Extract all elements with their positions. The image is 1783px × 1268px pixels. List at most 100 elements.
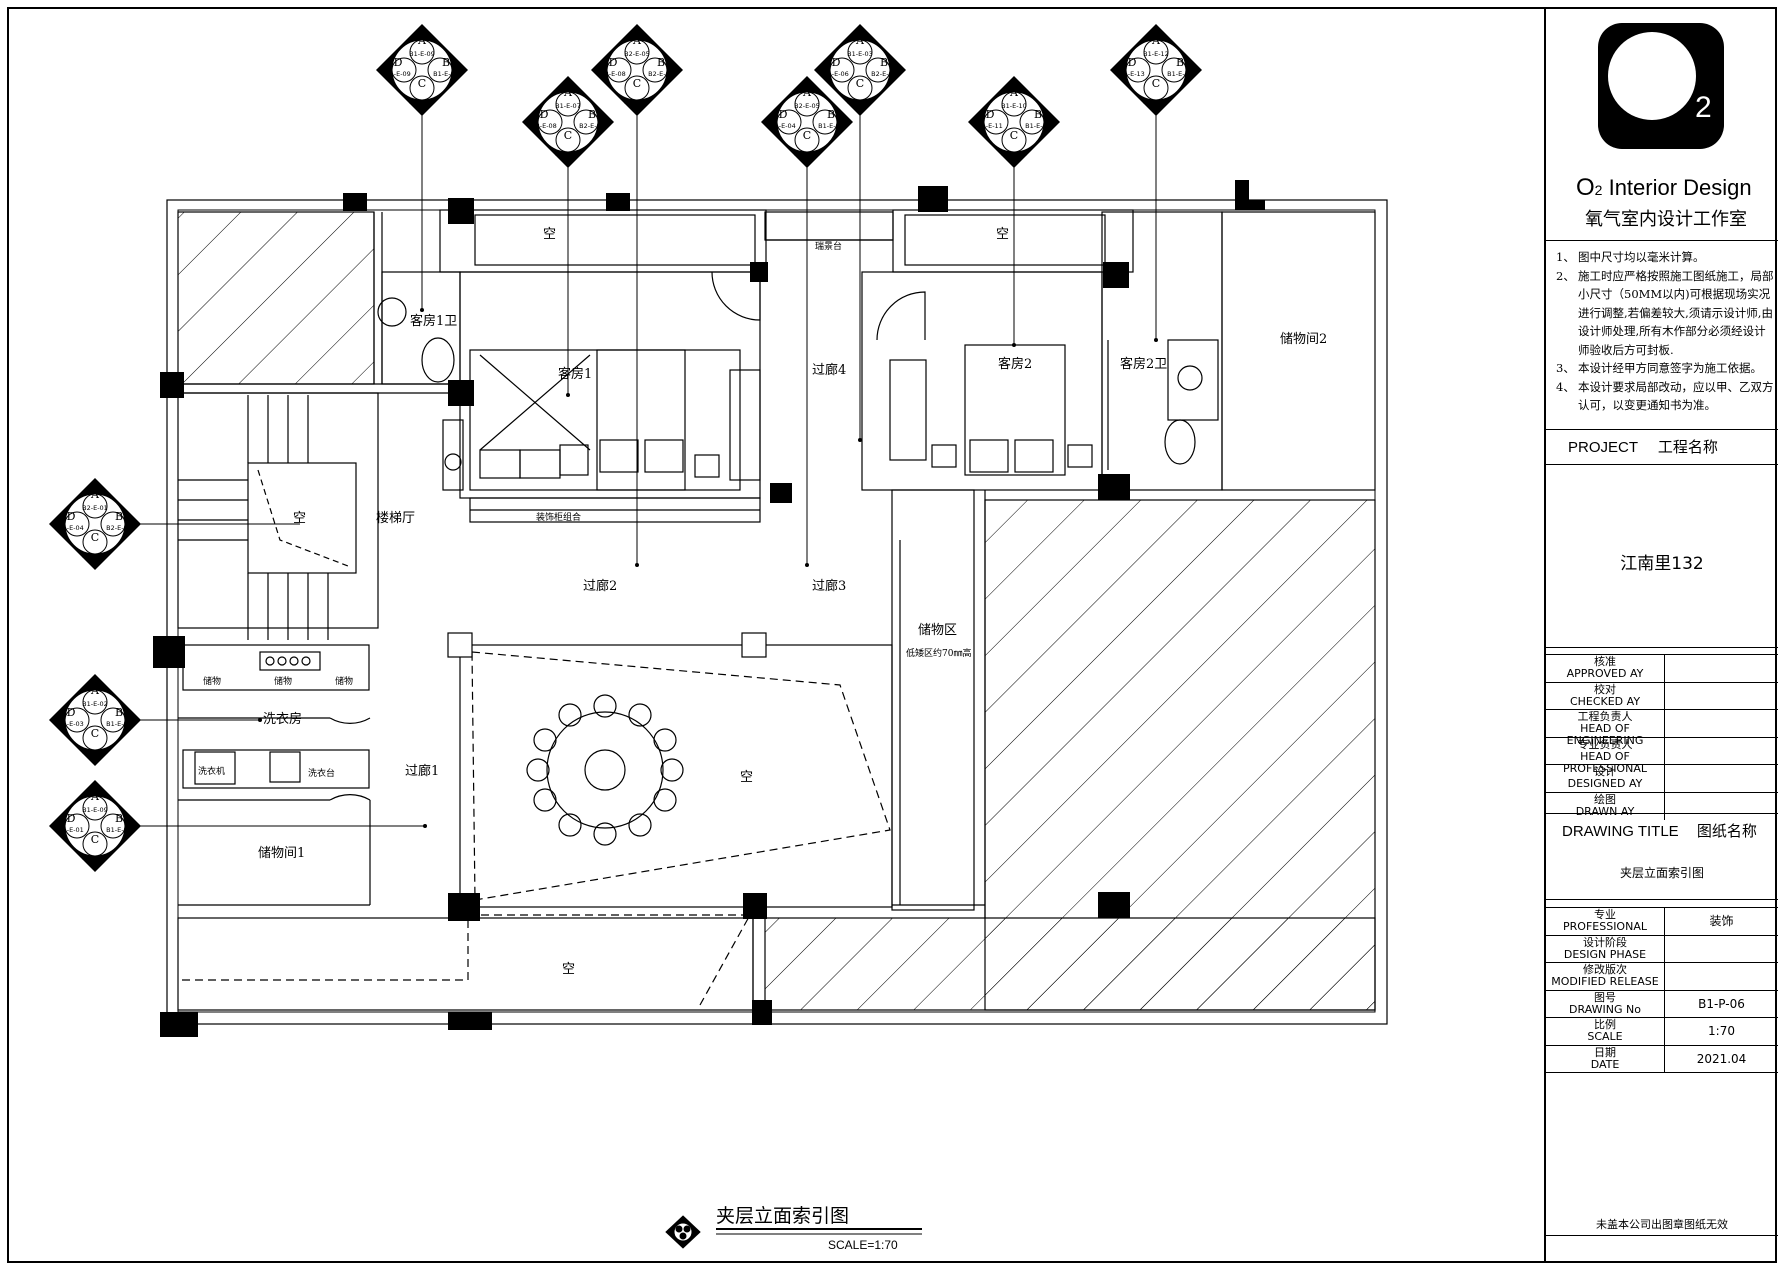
marker-lobe xyxy=(82,831,108,857)
approval-en: HEAD OF PROFESSIONAL xyxy=(1563,749,1647,775)
marker-letter: C xyxy=(1010,129,1018,142)
label-guest1: 客房1 xyxy=(558,366,592,382)
info-cn: 专业 xyxy=(1594,908,1616,921)
marker-letter: B xyxy=(115,812,123,825)
column-outlines xyxy=(447,632,767,658)
info-en: PROFESSIONAL xyxy=(1563,920,1647,933)
drawing-title-label: DRAWING TITLE 图纸名称 xyxy=(1562,820,1757,841)
info-cn: 图号 xyxy=(1594,990,1616,1004)
marker-lobe xyxy=(82,529,108,555)
approval-cn: 校对 xyxy=(1594,682,1616,696)
marker-lobe xyxy=(100,707,126,733)
marker-lobe xyxy=(794,91,820,117)
marker-lobe xyxy=(573,109,599,135)
info-row: 日期 DATE 2021.04 xyxy=(1546,1044,1778,1073)
marker-code: B2-E-02 xyxy=(794,150,820,158)
marker-code: B1-E-01 xyxy=(58,826,84,834)
marker-letter: A xyxy=(90,684,100,697)
marker-code: B1-E-11 xyxy=(977,122,1003,130)
note-number: 1、 xyxy=(1556,250,1575,264)
marker-code: B1-E-02 xyxy=(82,700,108,708)
firm-name-cn: 氧气室内设计工作室 xyxy=(1585,209,1747,230)
marker-code: B1-E-07 xyxy=(555,102,581,110)
marker-code: B2-E-08 xyxy=(531,122,557,130)
approval-row: 设计 DESIGNED AY xyxy=(1546,764,1778,792)
marker-code: B2-E-05 xyxy=(624,50,650,58)
marker-lobe xyxy=(82,493,108,519)
info-row: 专业 PROFESSIONAL 装饰 xyxy=(1546,907,1778,935)
marker-code: B2-E-10 xyxy=(82,854,108,862)
marker-letter: D xyxy=(394,56,403,69)
note-number: 3、 xyxy=(1556,361,1575,375)
label-scenery-platform: 瑞景台 xyxy=(815,240,842,252)
marker-code: B1-E-09 xyxy=(409,98,435,106)
approval-value xyxy=(1664,710,1778,737)
marker-lobe xyxy=(606,57,632,83)
marker-letter: D xyxy=(67,510,76,523)
hatch-top-left xyxy=(177,211,375,385)
marker-code: B1-E-01 xyxy=(106,826,132,834)
marker-lobe xyxy=(555,127,581,153)
approval-value xyxy=(1664,682,1778,710)
info-row: 图号 DRAWING No B1-P-06 xyxy=(1546,989,1778,1018)
label-guest2-bath: 客房2卫 xyxy=(1120,356,1167,372)
stair-void xyxy=(247,462,357,574)
label-void-stair: 空 xyxy=(293,511,306,526)
marker-letter: D xyxy=(540,108,549,121)
approval-row: 校对 CHECKED AY xyxy=(1546,681,1778,710)
room-labels: 客房1卫 客房1 空 瑞景台 空 过廊4 客房2 客房2卫 储物间2 空 楼梯厅… xyxy=(198,227,1327,977)
marker-code: B1-E-04 xyxy=(818,122,844,130)
marker-letter: B xyxy=(1034,108,1042,121)
marker-lobe xyxy=(847,75,873,101)
marker-letter: B xyxy=(442,56,450,69)
approval-row: 专业负责人 HEAD OF PROFESSIONAL xyxy=(1546,736,1778,774)
marker-code: B1-E-06 xyxy=(847,98,873,106)
drawing-title-en: DRAWING TITLE xyxy=(1562,823,1679,840)
marker-code: B1-E-09 xyxy=(82,806,108,814)
approval-value xyxy=(1664,737,1778,765)
dining-table xyxy=(546,711,664,829)
marker-code: B2-E-06 xyxy=(648,70,674,78)
marker-lobe xyxy=(409,39,435,65)
marker-lobe xyxy=(427,57,453,83)
marker-letter: D xyxy=(609,56,618,69)
project-name: 江南里132 xyxy=(1620,554,1704,574)
marker-letter: B xyxy=(115,510,123,523)
approval-en: CHECKED AY xyxy=(1569,694,1641,708)
info-value: 装饰 xyxy=(1664,908,1778,935)
label-storage-b: 储物 xyxy=(274,675,292,687)
info-cn: 修改版次 xyxy=(1583,963,1627,976)
marker-code: B1-E-03 xyxy=(106,720,132,728)
drawing-title-block: 夹层立面索引图 SCALE=1:70 xyxy=(665,1205,922,1252)
marker-letter: B xyxy=(657,56,665,69)
marker-letter: B xyxy=(827,108,835,121)
label-corridor3: 过廊3 xyxy=(812,578,846,594)
logo-ring-icon xyxy=(1608,32,1696,120)
note-item: 3、本设计经甲方同意签字为施工依据。 xyxy=(1556,359,1776,378)
marker-lobe xyxy=(847,39,873,65)
approval-value xyxy=(1664,765,1778,792)
marker-letter: D xyxy=(832,56,841,69)
note-item: 4、本设计要求局部改动，应以甲、乙双方认可，以变更通知书为准。 xyxy=(1556,378,1776,415)
logo-digit: 2 xyxy=(1695,91,1712,124)
marker-letter: C xyxy=(91,833,99,846)
approval-row: 工程负责人 HEAD OF ENGINEERING xyxy=(1546,709,1778,747)
marker-lobe xyxy=(1001,127,1027,153)
approval-value xyxy=(1664,655,1778,682)
marker-lobe xyxy=(1019,109,1045,135)
marker-letter: D xyxy=(67,706,76,719)
info-cn: 设计阶段 xyxy=(1583,935,1627,949)
approval-cn: 工程负责人 xyxy=(1577,710,1633,723)
approval-cn: 专业负责人 xyxy=(1577,737,1633,751)
firm-o: O xyxy=(1576,174,1595,201)
info-row: 设计阶段 DESIGN PHASE xyxy=(1546,934,1778,963)
marker-lobe xyxy=(865,57,891,83)
marker-letter: A xyxy=(855,34,865,47)
marker-code: B1-E-06 xyxy=(823,70,849,78)
marker-letter: A xyxy=(632,34,642,47)
